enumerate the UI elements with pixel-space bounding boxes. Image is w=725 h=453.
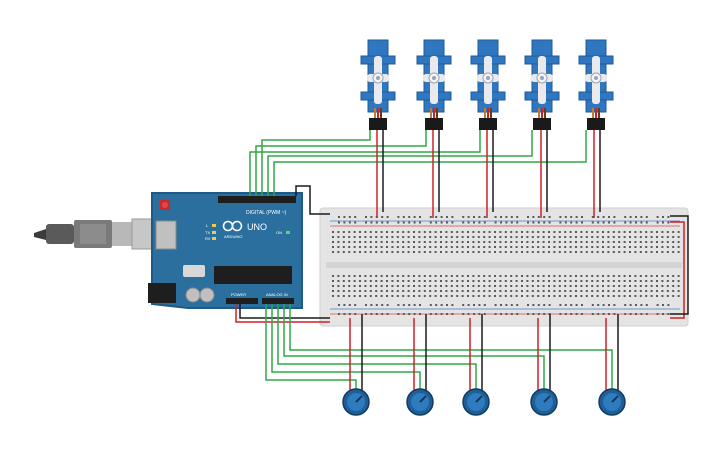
potentiometer-icon[interactable] (342, 388, 370, 416)
wire-gnd-top[interactable] (295, 185, 330, 215)
potentiometer-icon[interactable] (406, 388, 434, 416)
model-label: UNO (247, 222, 267, 232)
breadboard-holes (332, 216, 680, 315)
potentiometer-icon[interactable] (598, 388, 626, 416)
wire-5v-bottom[interactable] (235, 304, 330, 323)
wire-pot-2-signal[interactable] (271, 304, 421, 392)
potentiometer-icon[interactable] (462, 388, 490, 416)
servos-group (360, 39, 614, 130)
power-label: POWER (231, 292, 246, 297)
servo-motor-icon[interactable] (470, 39, 506, 130)
potentiometers-group (342, 388, 626, 416)
servo-motor-icon[interactable] (360, 39, 396, 130)
potentiometer-icon[interactable] (530, 388, 558, 416)
wire-rail-black[interactable] (670, 215, 689, 315)
crystal (183, 265, 205, 277)
digital-header[interactable] (218, 196, 296, 203)
wire-servo-2-signal[interactable] (255, 130, 427, 196)
capacitor-2 (199, 287, 215, 303)
brand-label: ARDUINO (224, 234, 242, 239)
wire-pot-3-signal[interactable] (277, 304, 477, 392)
breadboard[interactable] (319, 207, 689, 327)
wire-servo-1-signal[interactable] (261, 130, 371, 196)
wire-pot-1-signal[interactable] (265, 304, 357, 392)
l-led-label: L (206, 223, 209, 228)
servo-motor-icon[interactable] (416, 39, 452, 130)
digital-label: DIGITAL (PWM ~) (246, 210, 286, 216)
servo-motor-icon[interactable] (524, 39, 560, 130)
rx-label: RX (205, 236, 211, 241)
power-jack (148, 283, 176, 303)
wire-servo-4-signal[interactable] (267, 130, 533, 196)
arduino-uno-board[interactable]: DIGITAL (PWM ~) POWER ANALOG IN ARDUINO … (148, 192, 303, 309)
wire-rail-red[interactable] (670, 221, 685, 319)
usb-cable-icon[interactable] (34, 218, 171, 250)
analog-label: ANALOG IN (266, 292, 288, 297)
wires (235, 130, 689, 396)
power-analog-header[interactable] (226, 298, 294, 304)
atmega-chip (214, 266, 292, 284)
wire-servo-5-signal[interactable] (273, 130, 587, 196)
wire-servo-3-signal[interactable] (249, 130, 481, 196)
wire-gnd-bottom[interactable] (239, 304, 330, 319)
wire-pot-5-signal[interactable] (289, 304, 613, 392)
servo-motor-icon[interactable] (578, 39, 614, 130)
capacitor-1 (185, 287, 201, 303)
usb-jack (155, 220, 177, 250)
arduino-infinity-logo (222, 220, 243, 232)
on-label: ON (276, 230, 282, 235)
tx-label: TX (205, 230, 210, 235)
